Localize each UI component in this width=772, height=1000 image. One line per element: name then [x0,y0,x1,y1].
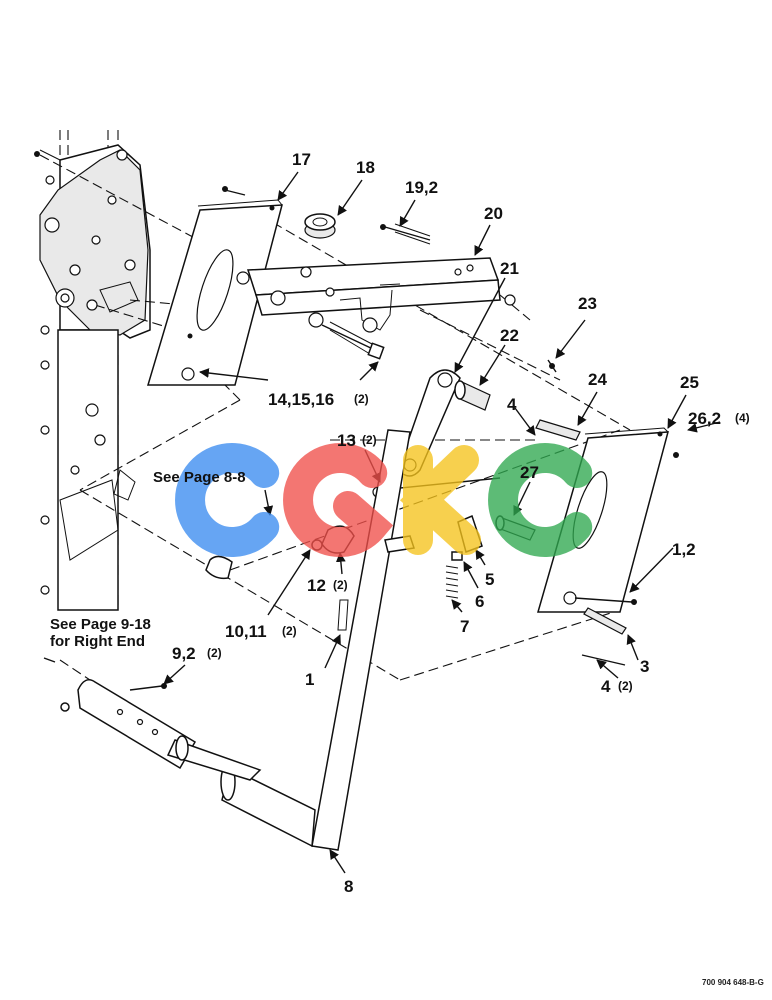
callout-4-lower: 4 [601,677,611,696]
callout-26-qty: (4) [735,411,750,425]
note-for-right-end: for Right End [50,633,145,650]
reference-notes: See Page 8-8 See Page 9-18 for Right End [50,469,246,650]
left-end-tube [43,657,262,781]
bushing [304,213,336,239]
watermark-letter-g-1 [283,443,394,557]
callout-20: 20 [484,204,503,223]
watermark-letter-k-2 [399,445,481,555]
callout-23: 23 [578,294,597,313]
drawing-number: 700 904 648-B-G [702,978,764,987]
main-arm-8 [205,429,415,851]
leader-lines [163,171,721,874]
pin-1 [337,599,349,631]
callout-4-upper: 4 [507,395,517,414]
callout-19-2: 19,2 [405,178,438,197]
bolt-assembly-14-15-16 [270,290,385,360]
pin-22 [454,380,491,411]
callout-26-2: 26,2 [688,409,721,428]
callout-27: 27 [520,463,539,482]
watermark-letter-c-3 [488,443,593,557]
callout-12: 12 [307,576,326,595]
callout-12-qty: (2) [333,578,348,592]
callout-6: 6 [475,592,484,611]
callout-22: 22 [500,326,519,345]
callout-10-qty: (2) [282,624,297,638]
pin-24 [535,419,581,441]
channel-bracket [86,257,516,331]
callout-21: 21 [500,259,519,278]
callout-17: 17 [292,150,311,169]
callout-24: 24 [588,370,607,389]
callout-9-qty: (2) [207,646,222,660]
callout-5: 5 [485,570,494,589]
callout-4-lower-qty: (2) [618,679,633,693]
watermark-letter-c-0 [175,443,280,557]
callout-1-lower: 1 [305,670,314,689]
callout-13-qty: (2) [362,433,377,447]
callout-1-2-right: 1,2 [672,540,696,559]
bolt-19 [380,223,431,245]
left-frame [34,130,151,611]
callout-10-11: 10,11 [225,622,267,641]
note-see-page-8-8: See Page 8-8 [153,469,246,486]
callout-3: 3 [640,657,649,676]
bolt-1-2 [574,597,637,605]
spring-7 [445,565,459,599]
callout-13: 13 [337,431,356,450]
callout-14-15-16: 14,15,16 [268,390,334,409]
callout-7: 7 [460,617,469,636]
pin-23 [547,359,557,373]
callout-14-qty: (2) [354,392,369,406]
note-see-page-9-18: See Page 9-18 [50,616,151,633]
callout-18: 18 [356,158,375,177]
callout-labels: 17 18 19,2 20 21 22 23 24 25 26,2 (4) 14… [172,150,750,896]
callout-8: 8 [344,877,353,896]
callout-9-2: 9,2 [172,644,196,663]
watermark-logo [175,443,593,557]
callout-25: 25 [680,373,699,392]
shaft-3 [581,607,627,666]
